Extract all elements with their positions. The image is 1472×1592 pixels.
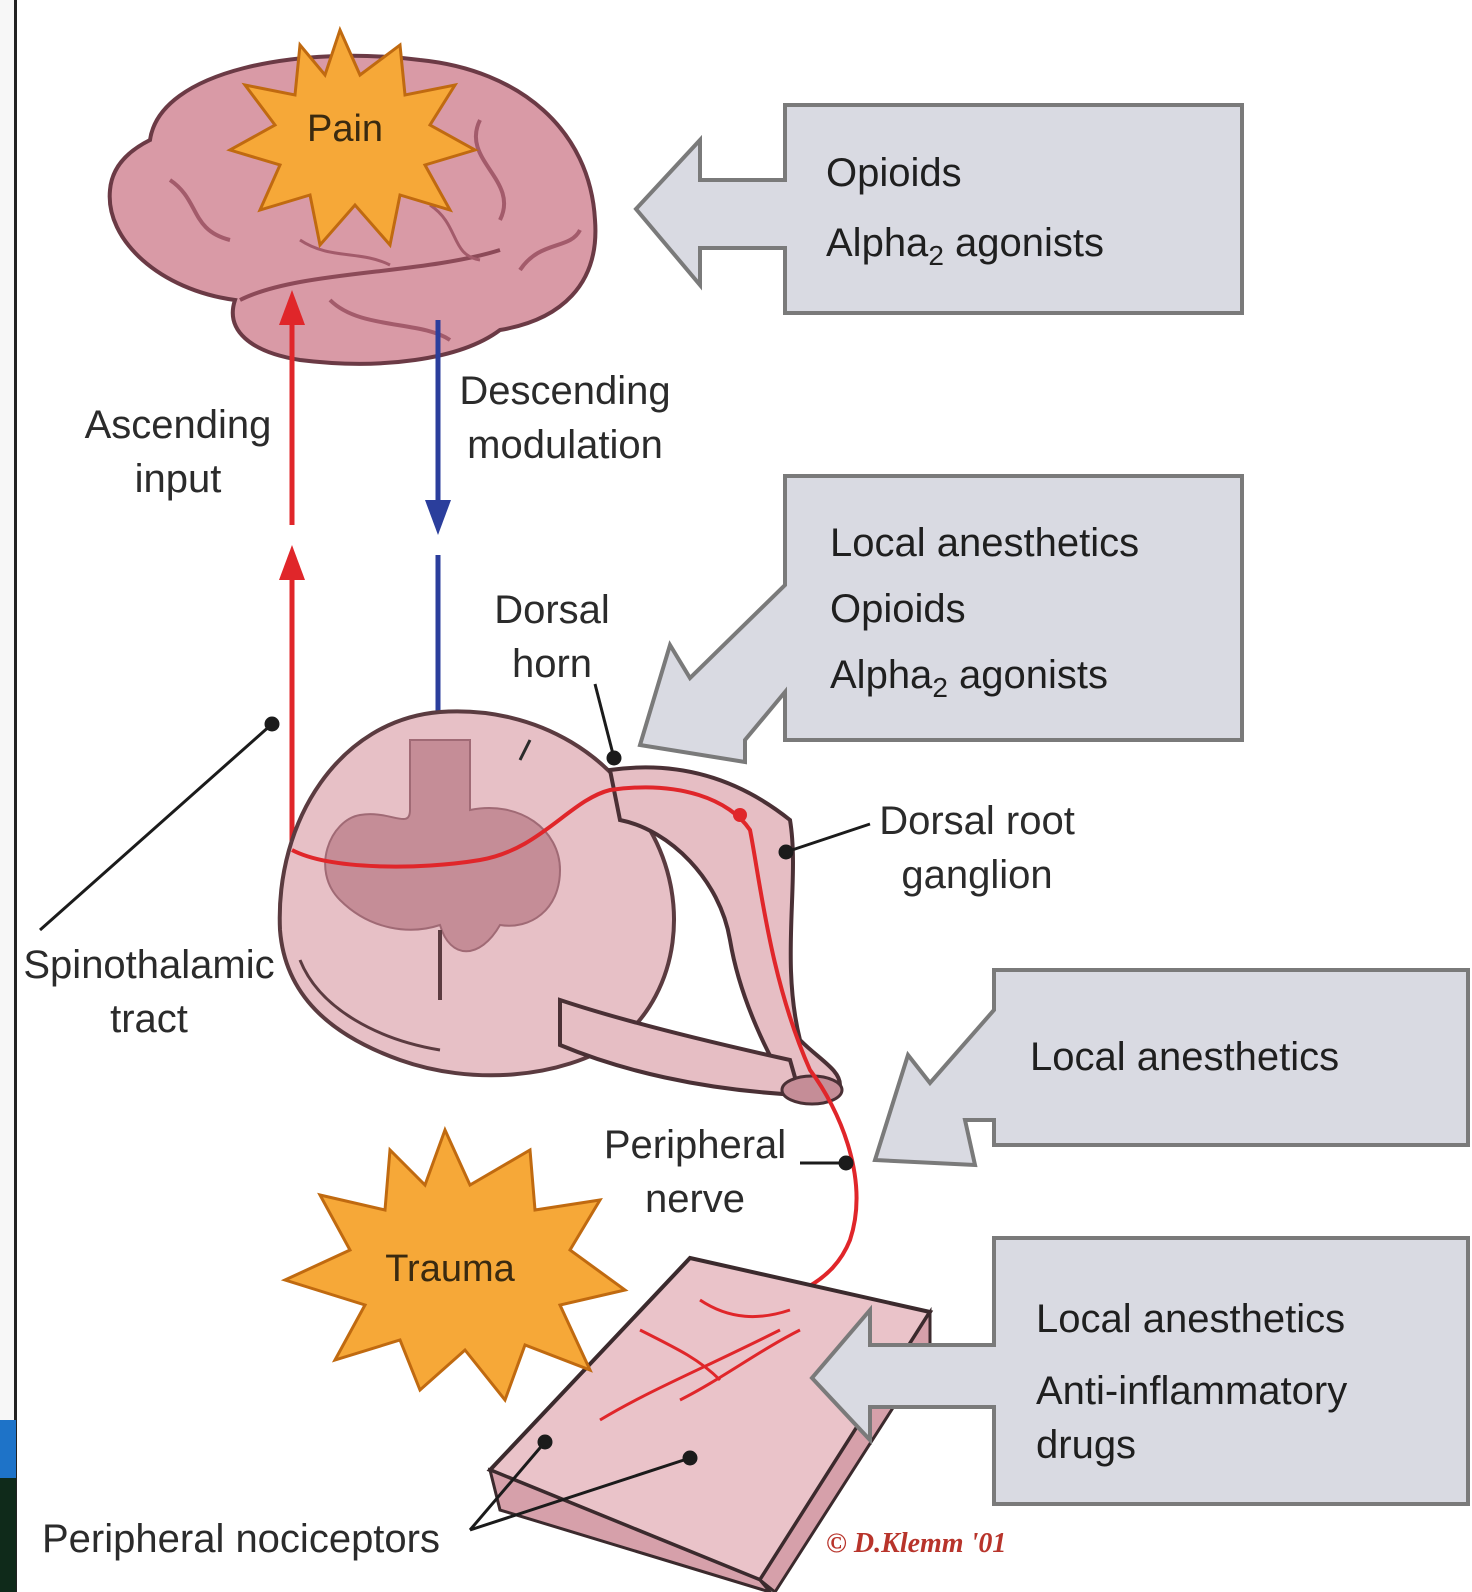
peripheral-nociceptors-label: Peripheral nociceptors: [42, 1512, 440, 1566]
ascending-input-label: Ascending input: [78, 398, 278, 506]
dorsal-horn-line1: Dorsal: [482, 583, 622, 637]
descending-modulation-label: Descending modulation: [450, 364, 680, 472]
peripheral-nerve-line2: nerve: [595, 1172, 795, 1226]
brain-drug-box: Opioids Alpha2 agonists: [826, 146, 1104, 283]
trauma-label: Trauma: [375, 1248, 525, 1291]
dorsal-horn-label: Dorsal horn: [482, 583, 622, 691]
ascending-input-line2: input: [78, 452, 278, 506]
nerve-drug-box: Local anesthetics: [1030, 1030, 1339, 1084]
spinothalamic-tract-line2: tract: [14, 992, 284, 1046]
pain-label: Pain: [300, 108, 390, 151]
left-edge-dark-block: [0, 1478, 16, 1592]
dorsal-root-ganglion-line2: ganglion: [872, 848, 1082, 902]
descending-modulation-line2: modulation: [450, 418, 680, 472]
descending-arrow: [425, 320, 451, 765]
skin-drug-drugs: drugs: [1036, 1418, 1347, 1472]
ganglion-cell-body: [733, 808, 747, 822]
ascending-arrow: [279, 290, 305, 860]
spinal-drug-box: Local anesthetics Opioids Alpha2 agonist…: [830, 516, 1139, 715]
skin-drug-box: Local anesthetics Anti-inflammatory drug…: [1036, 1292, 1347, 1472]
agonists-text: agonists: [944, 221, 1104, 265]
nerve-drug-local-anesthetics: Local anesthetics: [1030, 1030, 1339, 1084]
spinal-drug-local-anesthetics: Local anesthetics: [830, 516, 1139, 570]
left-edge-frame: [0, 0, 17, 1592]
agonists-text: agonists: [948, 653, 1108, 697]
dorsal-horn-line2: horn: [482, 637, 622, 691]
dorsal-root-ganglion-line1: Dorsal root: [872, 794, 1082, 848]
spinothalamic-tract-label: Spinothalamic tract: [14, 938, 284, 1046]
alpha-subscript: 2: [932, 672, 948, 703]
alpha-text: Alpha: [826, 221, 928, 265]
ascending-input-line1: Ascending: [78, 398, 278, 452]
copyright-mark: © D.Klemm '01: [826, 1528, 1006, 1560]
spinal-drug-opioids: Opioids: [830, 582, 1139, 636]
skin-drug-local-anesthetics: Local anesthetics: [1036, 1292, 1347, 1346]
descending-modulation-line1: Descending: [450, 364, 680, 418]
dorsal-root-ganglion-label: Dorsal root ganglion: [872, 794, 1082, 902]
spinothalamic-tract-line1: Spinothalamic: [14, 938, 284, 992]
spinal-drug-alpha2: Alpha2 agonists: [830, 648, 1139, 715]
skin-drug-anti-inflammatory: Anti-inflammatory: [1036, 1364, 1347, 1418]
peripheral-nerve-line1: Peripheral: [595, 1118, 795, 1172]
brain-drug-alpha2: Alpha2 agonists: [826, 216, 1104, 283]
alpha-subscript: 2: [928, 240, 944, 271]
brain-drug-opioids: Opioids: [826, 146, 1104, 200]
alpha-text: Alpha: [830, 653, 932, 697]
peripheral-nerve-label: Peripheral nerve: [595, 1118, 795, 1226]
